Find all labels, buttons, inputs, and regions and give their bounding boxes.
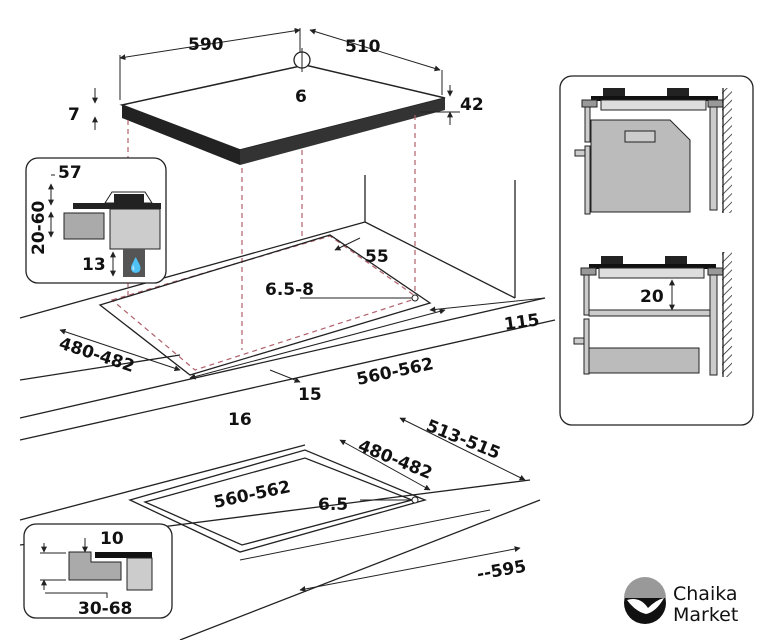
panel-range-label: 20-60 — [29, 200, 49, 255]
cutout-width-label: 560-562 — [355, 354, 435, 390]
corner-radius-label: 6.5-8 — [265, 280, 314, 300]
hob-drawing: 590 510 6 7 42 — [68, 27, 484, 165]
gas-inlet-label: 6 — [295, 87, 307, 107]
glass-thickness-label: 7 — [68, 105, 80, 125]
chaika-market-logo: Chaika Market — [624, 577, 738, 626]
seagull-icon — [627, 598, 664, 614]
front-edge-label: 16 — [228, 410, 252, 430]
outer-width-label: --595 — [475, 557, 527, 585]
lower-cutout-width-label: 560-562 — [212, 477, 292, 513]
bottom-gap-label: 13 — [82, 255, 106, 275]
outer-depth-label: 513-515 — [423, 416, 503, 464]
front-margin-label: 15 — [298, 385, 322, 405]
logo-line2: Market — [673, 604, 738, 626]
side-distance-label: 115 — [503, 310, 541, 335]
lower-corner-radius-label: 6.5 — [318, 495, 348, 515]
logo-line1: Chaika — [673, 583, 738, 605]
top-clearance-label: 57 — [58, 163, 82, 183]
recess-label: 10 — [100, 529, 124, 549]
hob-depth-label: 510 — [345, 37, 381, 57]
hob-width-label: 590 — [188, 35, 224, 55]
panel-gap-label: 20 — [640, 287, 664, 307]
oven-installation-panel: 20 — [559, 75, 754, 426]
rear-distance-label: 55 — [365, 247, 389, 267]
burner-detail-panel: 💧 57 20-60 13 — [25, 157, 167, 284]
flush-detail-panel: 10 30-68 — [23, 523, 173, 619]
gas-flame-icon: 💧 — [127, 257, 144, 274]
cutout-depth-label: 480-482 — [56, 334, 136, 377]
lower-cutout-depth-label: 480-482 — [355, 436, 435, 484]
hob-height-label: 42 — [460, 95, 484, 115]
thickness-range-label: 30-68 — [78, 599, 132, 619]
